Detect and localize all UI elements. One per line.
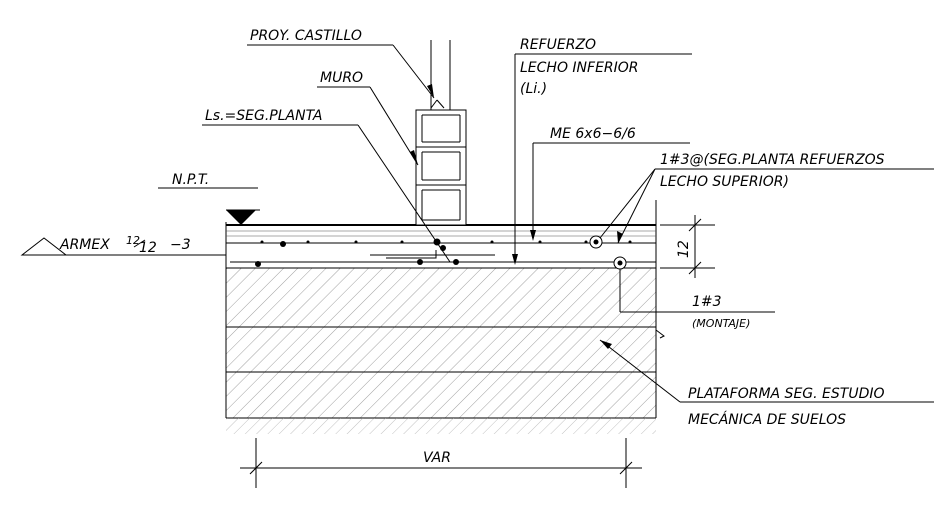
concrete-slab — [225, 224, 657, 270]
ls-seg-planta-label: Ls.=SEG.PLANTA — [205, 108, 322, 124]
soil-platform — [225, 200, 657, 434]
montaje-label-2: (MONTAJE) — [692, 317, 750, 330]
circled-bar-montaje — [613, 256, 627, 270]
upper-bar-label-2: LECHO SUPERIOR) — [660, 174, 789, 190]
var-label: VAR — [423, 450, 451, 466]
montaje-label-1: 1#3 — [692, 294, 722, 310]
armex-callout: ARMEX 12 12 −3 — [20, 234, 226, 256]
masonry-wall — [415, 40, 467, 226]
refuerzo-callout: REFUERZO LECHO INFERIOR (Li.) — [512, 37, 692, 265]
refuerzo-label-1: REFUERZO — [520, 37, 596, 53]
proy-castillo-label: PROY. CASTILLO — [250, 28, 362, 44]
muro-callout: MURO — [317, 70, 419, 166]
ls-seg-planta-callout: Ls.=SEG.PLANTA — [202, 108, 451, 263]
armex-label: ARMEX — [59, 237, 110, 253]
plataforma-label-1: PLATAFORMA SEG. ESTUDIO — [688, 386, 885, 402]
montaje-callout: 1#3 (MONTAJE) — [619, 269, 775, 339]
plataforma-callout: PLATAFORMA SEG. ESTUDIO MECÁNICA DE SUEL… — [599, 339, 934, 428]
armex-fraction-numerator: 12 — [126, 234, 140, 247]
dimension-var: VAR — [240, 438, 642, 488]
dimension-12-label: 12 — [676, 240, 692, 258]
plataforma-label-2: MECÁNICA DE SUELOS — [688, 411, 846, 428]
upper-bar-callout: 1#3@(SEG.PLANTA REFUERZOS LECHO SUPERIOR… — [599, 152, 934, 244]
npt-label: N.P.T. — [172, 172, 209, 188]
muro-label: MURO — [320, 70, 363, 86]
refuerzo-label-3: (Li.) — [520, 81, 547, 97]
proy-castillo-callout: PROY. CASTILLO — [247, 28, 435, 99]
dimension-12: 12 — [660, 215, 715, 278]
upper-bar-label-1: 1#3@(SEG.PLANTA REFUERZOS — [660, 152, 885, 168]
me-mesh-callout: ME 6x6−6/6 — [530, 126, 690, 241]
me-label: ME 6x6−6/6 — [550, 126, 636, 142]
npt-marker: N.P.T. — [158, 172, 260, 225]
mesh-dots — [260, 240, 632, 244]
circled-bar-upper — [589, 235, 603, 249]
refuerzo-label-2: LECHO INFERIOR — [520, 60, 639, 76]
armex-suffix: −3 — [170, 237, 191, 253]
armex-fraction-denominator: 12 — [139, 240, 157, 256]
